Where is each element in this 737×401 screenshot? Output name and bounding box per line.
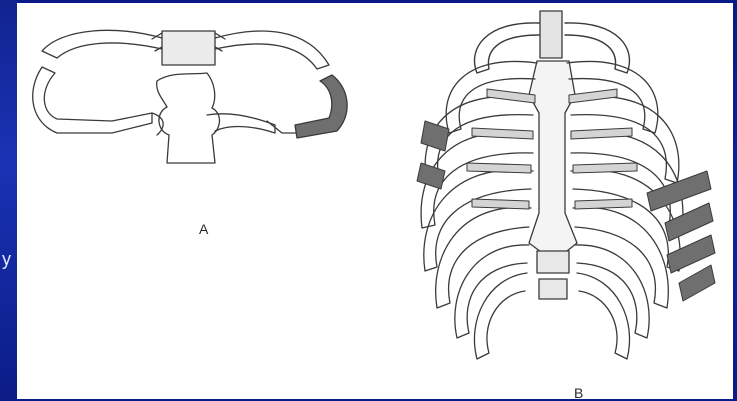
figure-b-cartilage-left-3: [467, 163, 531, 173]
figure-b-highlight-left-2: [417, 163, 445, 189]
figure-b-cartilage-right-3: [573, 163, 637, 173]
figure-b-cartilage-right-1: [569, 89, 617, 103]
anatomy-figure-panel: A B: [17, 3, 733, 399]
figure-b-anterior-rib-cage: [417, 11, 715, 359]
figure-b-highlight-right-4: [679, 265, 715, 301]
figure-a-label: A: [199, 221, 208, 237]
figure-b-left-rib-8: [474, 273, 527, 359]
figure-a-right-lower-rib: [267, 121, 297, 133]
figure-b-sternum: [529, 61, 577, 255]
figure-a-vertebra: [162, 31, 215, 65]
figure-b-cartilage-left-2: [472, 128, 533, 139]
figure-a-left-upper-rib: [42, 30, 162, 58]
figure-b-right-rib-8: [577, 273, 630, 359]
left-edge-strip: [0, 0, 18, 401]
figure-b-cartilage-right-4: [575, 199, 632, 209]
figure-b-highlight-left-1: [421, 121, 449, 151]
figure-b-lower-vertebra-2: [539, 279, 567, 299]
rib-cage-illustration: [17, 3, 733, 399]
figure-b-right-rib-4: [571, 133, 683, 228]
figure-a-highlighted-rib: [295, 75, 347, 138]
figure-a-superior-view: [33, 30, 347, 163]
figure-a-right-upper-rib: [215, 31, 329, 69]
figure-a-sternum: [157, 73, 220, 163]
left-edge-text: y: [2, 250, 11, 268]
figure-b-highlight-right-2: [665, 203, 713, 241]
figure-b-lower-vertebra: [537, 251, 569, 273]
figure-a-left-lower-rib: [33, 67, 152, 133]
figure-b-spine-top: [540, 11, 562, 58]
figure-b-cartilage-left-4: [472, 199, 529, 209]
figure-b-cartilage-right-2: [571, 128, 632, 139]
figure-b-cartilage-left-1: [487, 89, 535, 103]
figure-b-label: B: [574, 385, 583, 401]
